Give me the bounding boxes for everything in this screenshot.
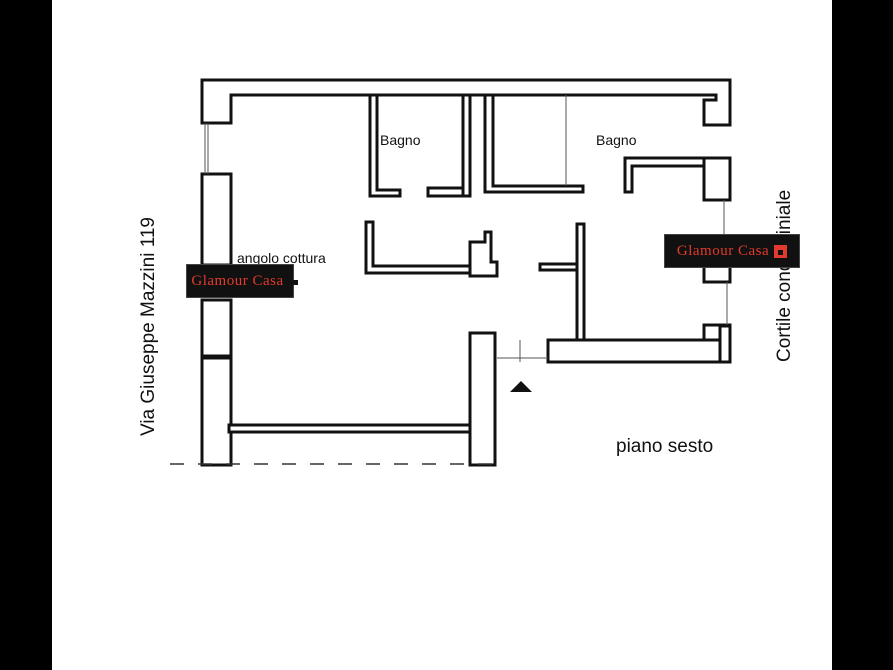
room-label-kitchen-corner: angolo cottura xyxy=(237,250,326,266)
floor-plan-sheet xyxy=(52,0,832,670)
street-label: Via Giuseppe Mazzini 119 xyxy=(138,217,159,436)
watermark-logo-right: Glamour Casa xyxy=(664,234,800,268)
fixture-lines xyxy=(204,95,728,362)
outer-walls xyxy=(200,78,732,467)
floor-label: piano sesto xyxy=(616,436,714,457)
entrance-arrow-icon xyxy=(510,381,532,392)
watermark-logo-left: Glamour Casa xyxy=(186,264,298,298)
courtyard-label: Cortile condominiale xyxy=(774,189,795,362)
room-label-bathroom-left: Bagno xyxy=(380,132,421,148)
room-label-bathroom-right: Bagno xyxy=(596,132,637,148)
watermark-brand-text: Glamour Casa xyxy=(676,242,770,259)
watermark-brand-text: Glamour Casa xyxy=(191,272,284,289)
house-icon xyxy=(774,244,788,258)
interior-walls xyxy=(364,93,706,342)
